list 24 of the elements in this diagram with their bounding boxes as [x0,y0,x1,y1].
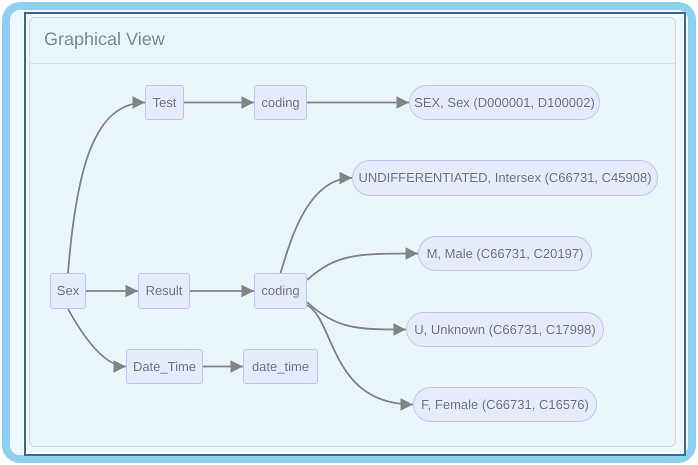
process-box: Date_Time [126,349,203,384]
arrow [67,98,146,274]
process-box: Test [145,85,184,120]
arrow [190,284,254,298]
card-title: Graphical View [44,28,165,51]
arrow [306,304,414,410]
value-pill: U, Unknown (C66731, C17998) [406,312,604,347]
arrow [306,247,418,281]
arrow [203,360,243,373]
arrow [306,301,406,336]
arrow [307,96,409,109]
process-box: coding [254,273,307,309]
value-pill: M, Male (C66731, C20197) [418,236,592,271]
arrow [86,284,138,298]
arrow [280,173,352,274]
arrow [184,96,254,109]
value-pill: UNDIFFERENTIATED, Intersex (C66731, C45908) [352,160,658,196]
arrow [67,308,126,372]
process-box: Sex [50,273,86,309]
process-box: Result [138,273,190,309]
process-box: coding [254,85,307,120]
value-pill: F, Female (C66731, C16576) [413,387,597,422]
value-pill: SEX, Sex (D000001, D100002) [409,85,600,120]
process-box: date_time [243,349,318,384]
